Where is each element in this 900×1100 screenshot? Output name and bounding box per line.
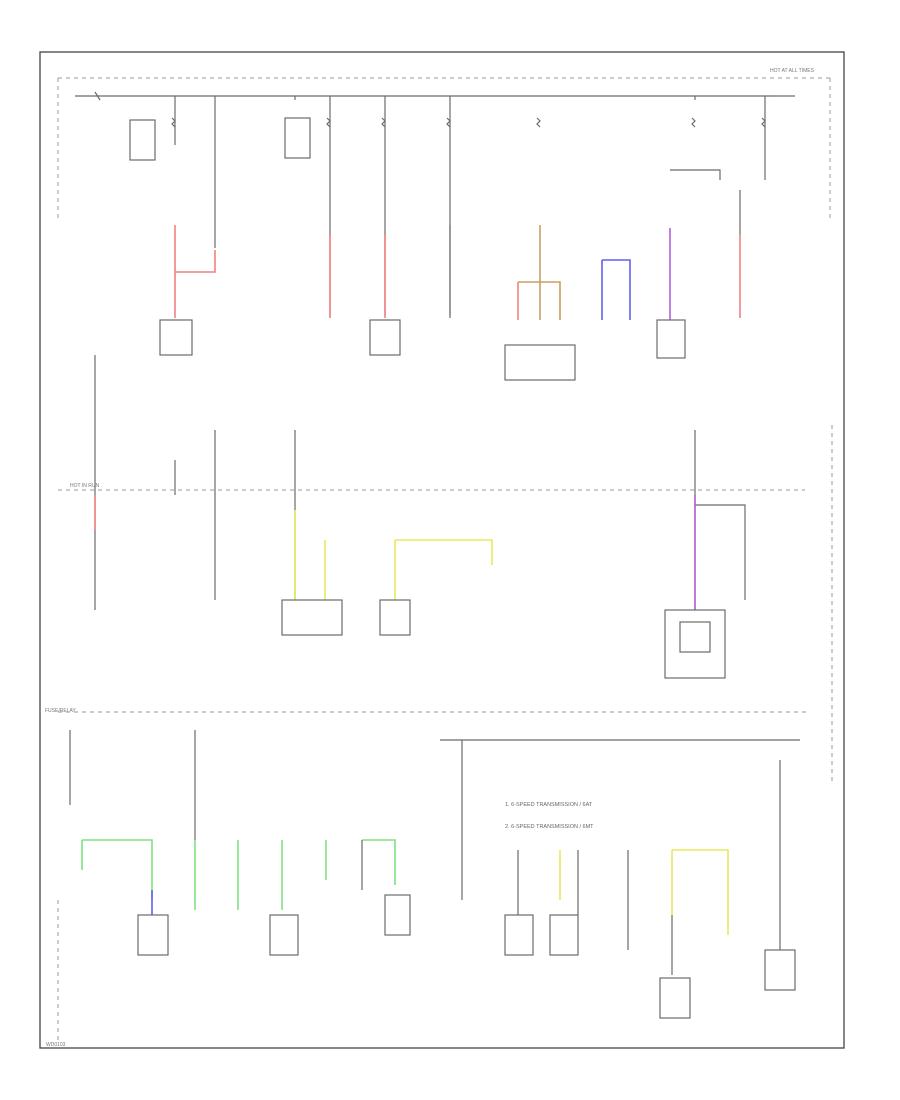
diagram-frame	[39, 51, 845, 1049]
section-label-fuse-relay: FUSE/RELAY	[45, 708, 76, 714]
top-colored-wires	[174, 225, 741, 320]
top-fuse-drops	[174, 96, 766, 315]
middle-colored-wires	[94, 495, 696, 610]
top-relay-2	[284, 117, 311, 159]
bottom-fuse-drops	[69, 730, 781, 950]
bottom-gray-wires	[361, 840, 673, 975]
top-left-feed	[75, 91, 108, 101]
diagram-code: WD0103	[46, 1042, 66, 1048]
top-dashed-boundary	[57, 77, 831, 220]
legend-line-2: 2. 6-SPEED TRANSMISSION / 6MT	[505, 824, 594, 830]
top-relay-link	[670, 169, 741, 235]
bottom-components	[137, 894, 796, 1019]
section-label-hot-in-run: HOT IN RUN	[70, 483, 99, 489]
section-label-hot-at-all-times: HOT AT ALL TIMES	[770, 68, 815, 74]
middle-fuse-drops	[94, 355, 746, 610]
top-relay-1	[129, 119, 156, 161]
bottom-colored-wires	[81, 839, 729, 935]
legend-line-1: 1. 6-SPEED TRANSMISSION / 6AT	[505, 802, 593, 808]
top-fuse-symbols	[171, 117, 766, 128]
top-components	[159, 319, 686, 381]
middle-components	[281, 599, 726, 679]
